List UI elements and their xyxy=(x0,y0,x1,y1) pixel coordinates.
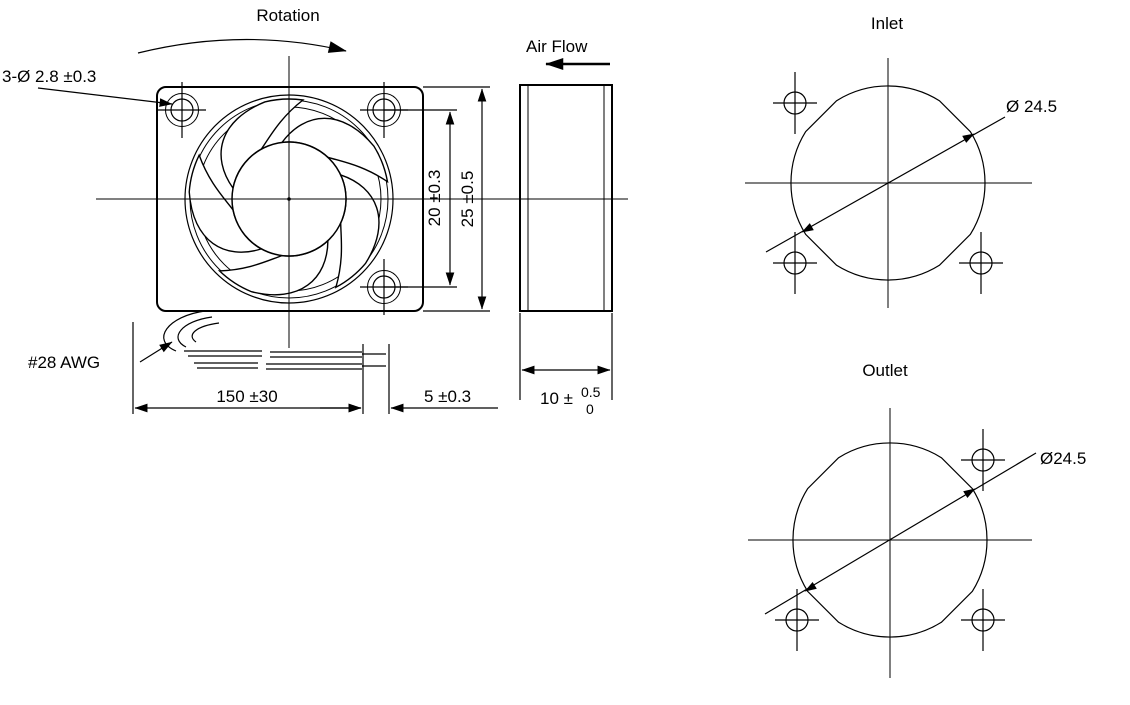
frame-size-label: 25 ±0.5 xyxy=(458,171,477,228)
wire-leader-line xyxy=(139,341,173,363)
front-view: Rotation 3-Ø 2.8 ±0.3 20 ±0.3 25 ±0.5 xyxy=(2,6,505,414)
side-view: Air Flow 10 ± 0.5 0 xyxy=(504,37,628,417)
outlet-label: Outlet xyxy=(862,361,908,380)
wire-gauge-label: #28 AWG xyxy=(28,353,100,372)
thickness-label-base: 10 ± xyxy=(540,389,573,408)
lead-length-label: 150 ±30 xyxy=(216,387,277,406)
air-flow-label: Air Flow xyxy=(526,37,588,56)
rotation-arrow xyxy=(137,38,347,54)
thickness-dimension: 10 ± 0.5 0 xyxy=(519,313,613,417)
lead-wire xyxy=(163,310,386,370)
outlet-silhouette xyxy=(792,442,988,638)
bolt-spacing-label: 20 ±0.3 xyxy=(425,170,444,227)
inlet-mounting-holes xyxy=(773,72,1003,294)
side-outline xyxy=(519,84,613,312)
thickness-lower-tolerance: 0 xyxy=(586,401,594,417)
inlet-diameter-label: Ø 24.5 xyxy=(1006,97,1057,116)
outlet-view: Outlet Ø24.5 xyxy=(748,361,1086,678)
outlet-diameter-leader xyxy=(764,452,1037,615)
strip-length-label: 5 ±0.3 xyxy=(424,387,471,406)
frame-size-dimension: 25 ±0.5 xyxy=(423,86,490,312)
rotation-label: Rotation xyxy=(256,6,319,25)
hole-leader-line xyxy=(37,87,173,107)
bolt-spacing-dimension: 20 ±0.3 xyxy=(384,109,457,288)
strip-length-dimension: 5 ±0.3 xyxy=(320,344,498,414)
outlet-diameter-label: Ø24.5 xyxy=(1040,449,1086,468)
inlet-view: Inlet Ø 24.5 xyxy=(745,14,1057,308)
outlet-mounting-holes xyxy=(775,429,1005,651)
front-centerlines xyxy=(96,56,505,348)
inlet-label: Inlet xyxy=(871,14,903,33)
thickness-upper-tolerance: 0.5 xyxy=(581,384,601,400)
hole-diameter-label: 3-Ø 2.8 ±0.3 xyxy=(2,67,96,86)
inlet-silhouette xyxy=(790,85,986,281)
